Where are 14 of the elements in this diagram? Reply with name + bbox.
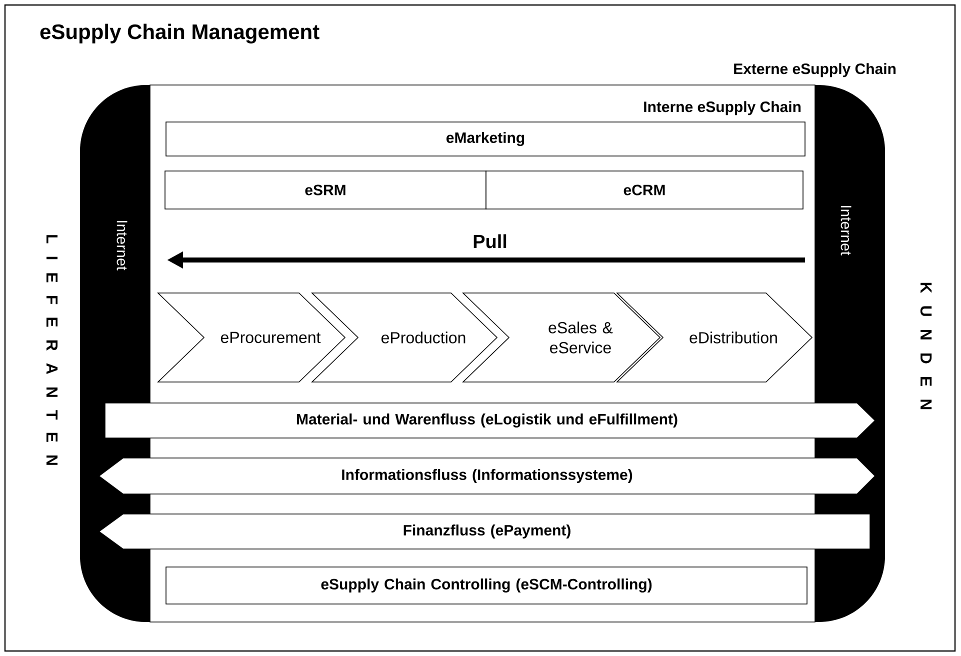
label-box: eCRM bbox=[486, 170, 804, 210]
title: eSupply Chain Management bbox=[40, 24, 320, 44]
side-label: K U N D E N bbox=[920, 282, 932, 410]
label-box: eSRM bbox=[164, 170, 486, 210]
flow-band: Material- und Warenfluss (eLogistik und eFulfillment) bbox=[104, 402, 876, 438]
network-label: Internet bbox=[840, 206, 852, 256]
label-box: eMarketing bbox=[166, 122, 806, 156]
network-label: Internet bbox=[116, 220, 128, 270]
process-step: eDistribution bbox=[616, 292, 813, 382]
process-step: eProcurement bbox=[157, 292, 346, 382]
direction-label: Pull bbox=[474, 234, 506, 248]
label-box: eSupply Chain Controlling (eSCM-Controlling) bbox=[166, 566, 808, 604]
side-label: L I E F E R A N T E N bbox=[46, 235, 58, 465]
heading-label: Externe eSupply Chain bbox=[734, 63, 896, 78]
